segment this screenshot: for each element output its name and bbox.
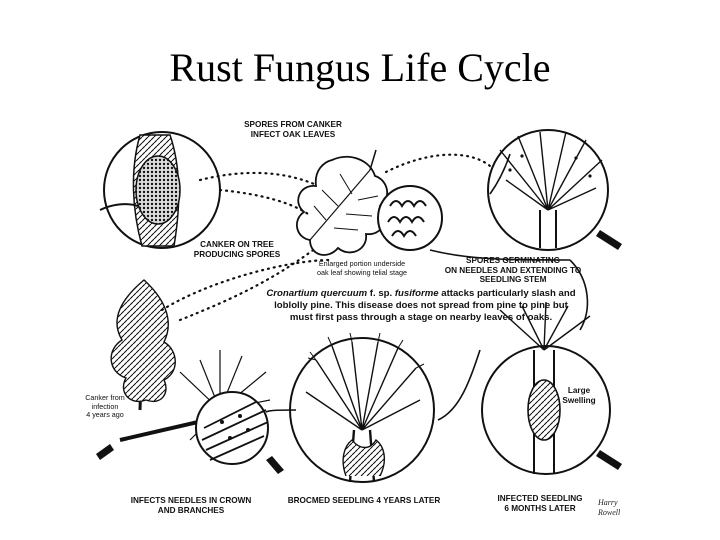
life-cycle-drawing [96,129,622,483]
forma-name: fusiforme [394,288,439,299]
oak-leaf [296,149,389,256]
cycle-arrows [265,153,589,421]
label-spores-germinating: SPORES GERMINATING ON NEEDLES AND EXTEND… [444,256,582,284]
spore-paths [160,153,492,322]
label-infects-needles: INFECTS NEEDLES IN CROWN AND BRANCHES [130,496,252,515]
infected-seedling-circle [481,301,622,475]
broomed-seedling-circle [289,332,435,483]
description-caption: Cronartium quercuum f. sp. fusiforme att… [266,288,576,324]
artist-signature: Harry Rowell [598,498,621,517]
canker-circle [99,131,221,249]
slide-title: Rust Fungus Life Cycle [169,45,551,90]
tall-pine-tree [110,279,176,411]
forma-prefix: f. sp. [367,288,395,299]
caption-rest: attacks particularly slash and loblolly … [274,288,576,323]
enlarged-underside-circle [377,185,443,251]
label-canker-on-tree: CANKER ON TREE PRODUCING SPORES [193,240,281,259]
infected-branch [96,350,284,474]
label-infected-seedling: INFECTED SEEDLING 6 MONTHS LATER [497,494,583,513]
label-enlarged-portion: Enlarged portion underside oak leaf show… [317,259,407,277]
germinating-seedling-circle [487,129,622,251]
label-brocmed-seedling: BROCMED SEEDLING 4 YEARS LATER [287,496,441,505]
life-cycle-illustration: SPORES FROM CANKER INFECT OAK LEAVES CAN… [70,110,650,530]
species-name: Cronartium quercuum [266,288,368,299]
label-large-swelling: Large Swelling [562,386,596,405]
label-canker-from-infection: Canker from infection 4 years ago [85,393,125,420]
label-spores-from-canker: SPORES FROM CANKER INFECT OAK LEAVES [244,120,342,139]
